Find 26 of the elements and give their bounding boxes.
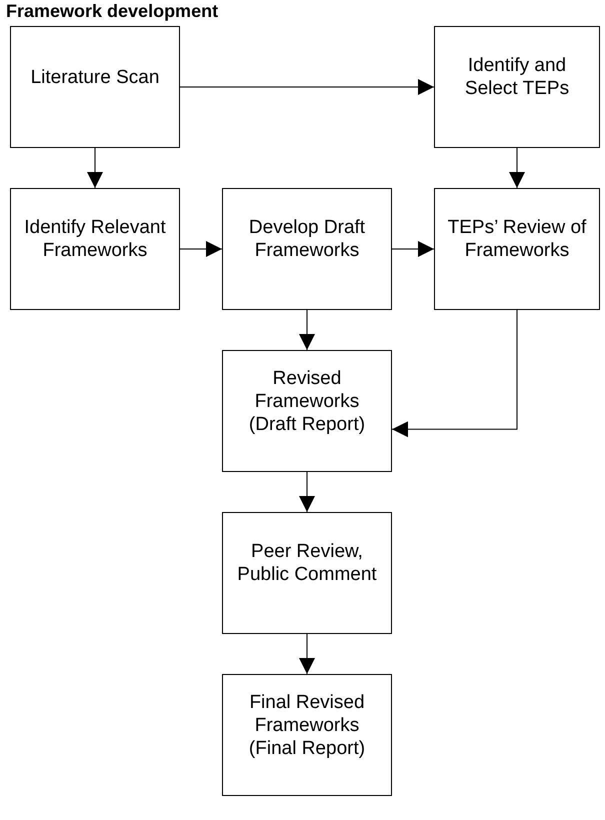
box-label: TEPs’ Review of Frameworks (446, 216, 588, 262)
process-box (434, 26, 600, 148)
process-box (10, 26, 180, 148)
arrow (509, 148, 525, 188)
box-label: Literature Scan (30, 66, 160, 88)
arrow (392, 241, 434, 257)
arrow (392, 310, 518, 438)
arrow (299, 310, 315, 350)
arrow (180, 241, 222, 257)
box-label: Final Revised Frameworks (Final Report) (248, 690, 366, 760)
box-label: Revised Frameworks (Draft Report) (248, 366, 366, 436)
process-box (10, 188, 180, 310)
process-box (222, 674, 392, 796)
process-box (222, 512, 392, 634)
arrow (299, 634, 315, 674)
box-label: Peer Review, Public Comment (236, 540, 378, 586)
arrow (87, 148, 103, 188)
arrow (180, 79, 434, 95)
process-box (434, 188, 600, 310)
diagram-title: Framework development (6, 0, 218, 22)
process-box (222, 188, 392, 310)
box-label: Identify and Select TEPs (464, 54, 570, 100)
box-label: Identify Relevant Frameworks (23, 216, 167, 262)
process-box (222, 350, 392, 472)
box-label: Develop Draft Frameworks (248, 216, 366, 262)
arrow (299, 472, 315, 512)
